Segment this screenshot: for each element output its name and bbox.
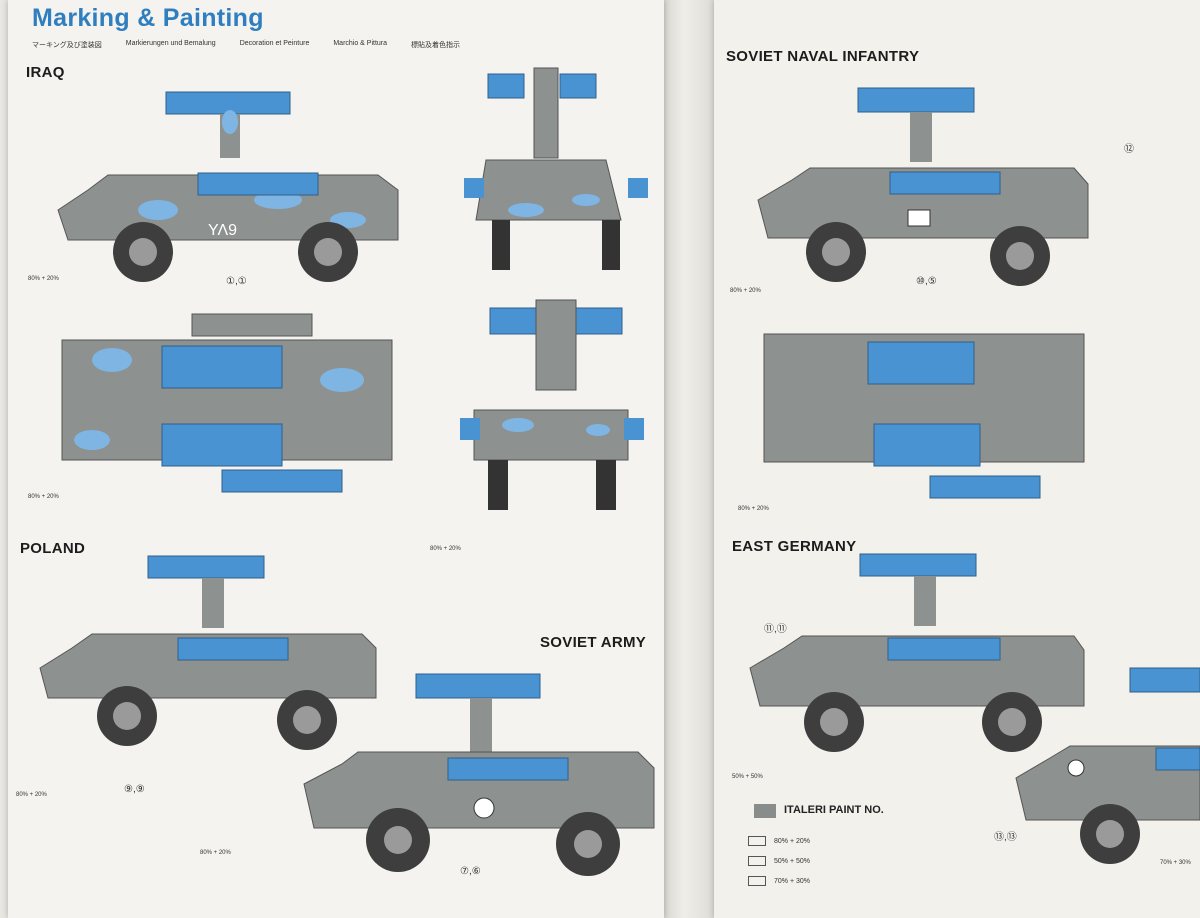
extra-mix-note: 70% + 30% [1160, 860, 1191, 866]
legend-row-text: 80% + 20% [774, 837, 810, 845]
page-title: Marking & Painting [32, 4, 264, 32]
iraq-side-view [57, 91, 399, 282]
soviet-naval-side-view [757, 87, 1089, 286]
poland-mix-note: 80% + 20% [16, 792, 47, 798]
poland-callout: ⑨,⑨ [124, 784, 145, 795]
east-germany-side-view [749, 553, 1085, 752]
east-germany-mix-note: 50% + 50% [732, 774, 763, 780]
section-label-iraq: IRAQ [26, 64, 65, 81]
east-germany-callout-2: ⑬,⑬ [994, 832, 1017, 843]
subtitle-fr: Decoration et Peinture [239, 40, 310, 47]
subtitle-zh: 標貼及着色指示 [411, 42, 461, 49]
east-germany-callout: ⑪,⑪ [764, 624, 787, 635]
soviet-naval-mix-note: 80% + 20% [730, 288, 761, 294]
soviet-army-side-view [303, 673, 655, 876]
paint-legend-title: ITALERI PAINT NO. [784, 804, 884, 816]
subtitle-row: マーキング及び塗装図 Markierungen und Bemalung Dec… [32, 40, 662, 50]
paint-legend-row: 70% + 30% [748, 876, 810, 886]
soviet-naval-top-view [763, 333, 1085, 499]
iraq-callout: ①,① [226, 276, 247, 287]
page-gutter [664, 0, 714, 918]
section-label-soviet-naval: SOVIET NAVAL INFANTRY [726, 48, 920, 65]
iraq-rear-mix-note: 80% + 20% [430, 546, 461, 552]
soviet-naval-side-callout: ⑫ [1124, 144, 1134, 155]
iraq-top-view [61, 313, 393, 493]
soviet-naval-callout: ⑩,⑤ [916, 276, 937, 287]
right-page: SOVIET NAVAL INFANTRY ⑩,⑤ 80% + 20% ⑫ 80… [714, 0, 1200, 918]
soviet-army-callout: ⑦,⑥ [460, 866, 481, 877]
soviet-naval-top-mix-note: 80% + 20% [738, 506, 769, 512]
iraq-marking: ΥΛ9 [208, 222, 238, 239]
legend-row-text: 50% + 50% [774, 857, 810, 865]
legend-row-text: 70% + 30% [774, 877, 810, 885]
iraq-rear-view [460, 299, 644, 510]
iraq-mix-note: 80% + 20% [28, 276, 59, 282]
subtitle-de: Markierungen und Bemalung [125, 40, 216, 47]
section-label-soviet-army: SOVIET ARMY [540, 634, 647, 651]
section-label-east-germany: EAST GERMANY [732, 538, 857, 555]
soviet-army-mix-note: 80% + 20% [200, 850, 231, 856]
iraq-top-mix-note: 80% + 20% [28, 494, 59, 500]
paint-legend-row: 80% + 20% [748, 836, 810, 846]
subtitle-it: Marchio & Pittura [333, 40, 388, 47]
iraq-front-view [464, 67, 648, 270]
left-page: Marking & Painting マーキング及び塗装図 Markierung… [8, 0, 664, 918]
paint-legend-swatch [754, 804, 776, 818]
paint-legend-row: 50% + 50% [748, 856, 810, 866]
east-germany-partial-view [1015, 667, 1200, 864]
section-label-poland: POLAND [20, 540, 86, 557]
subtitle-ja: マーキング及び塗装図 [32, 42, 102, 49]
poland-side-view [39, 555, 377, 750]
